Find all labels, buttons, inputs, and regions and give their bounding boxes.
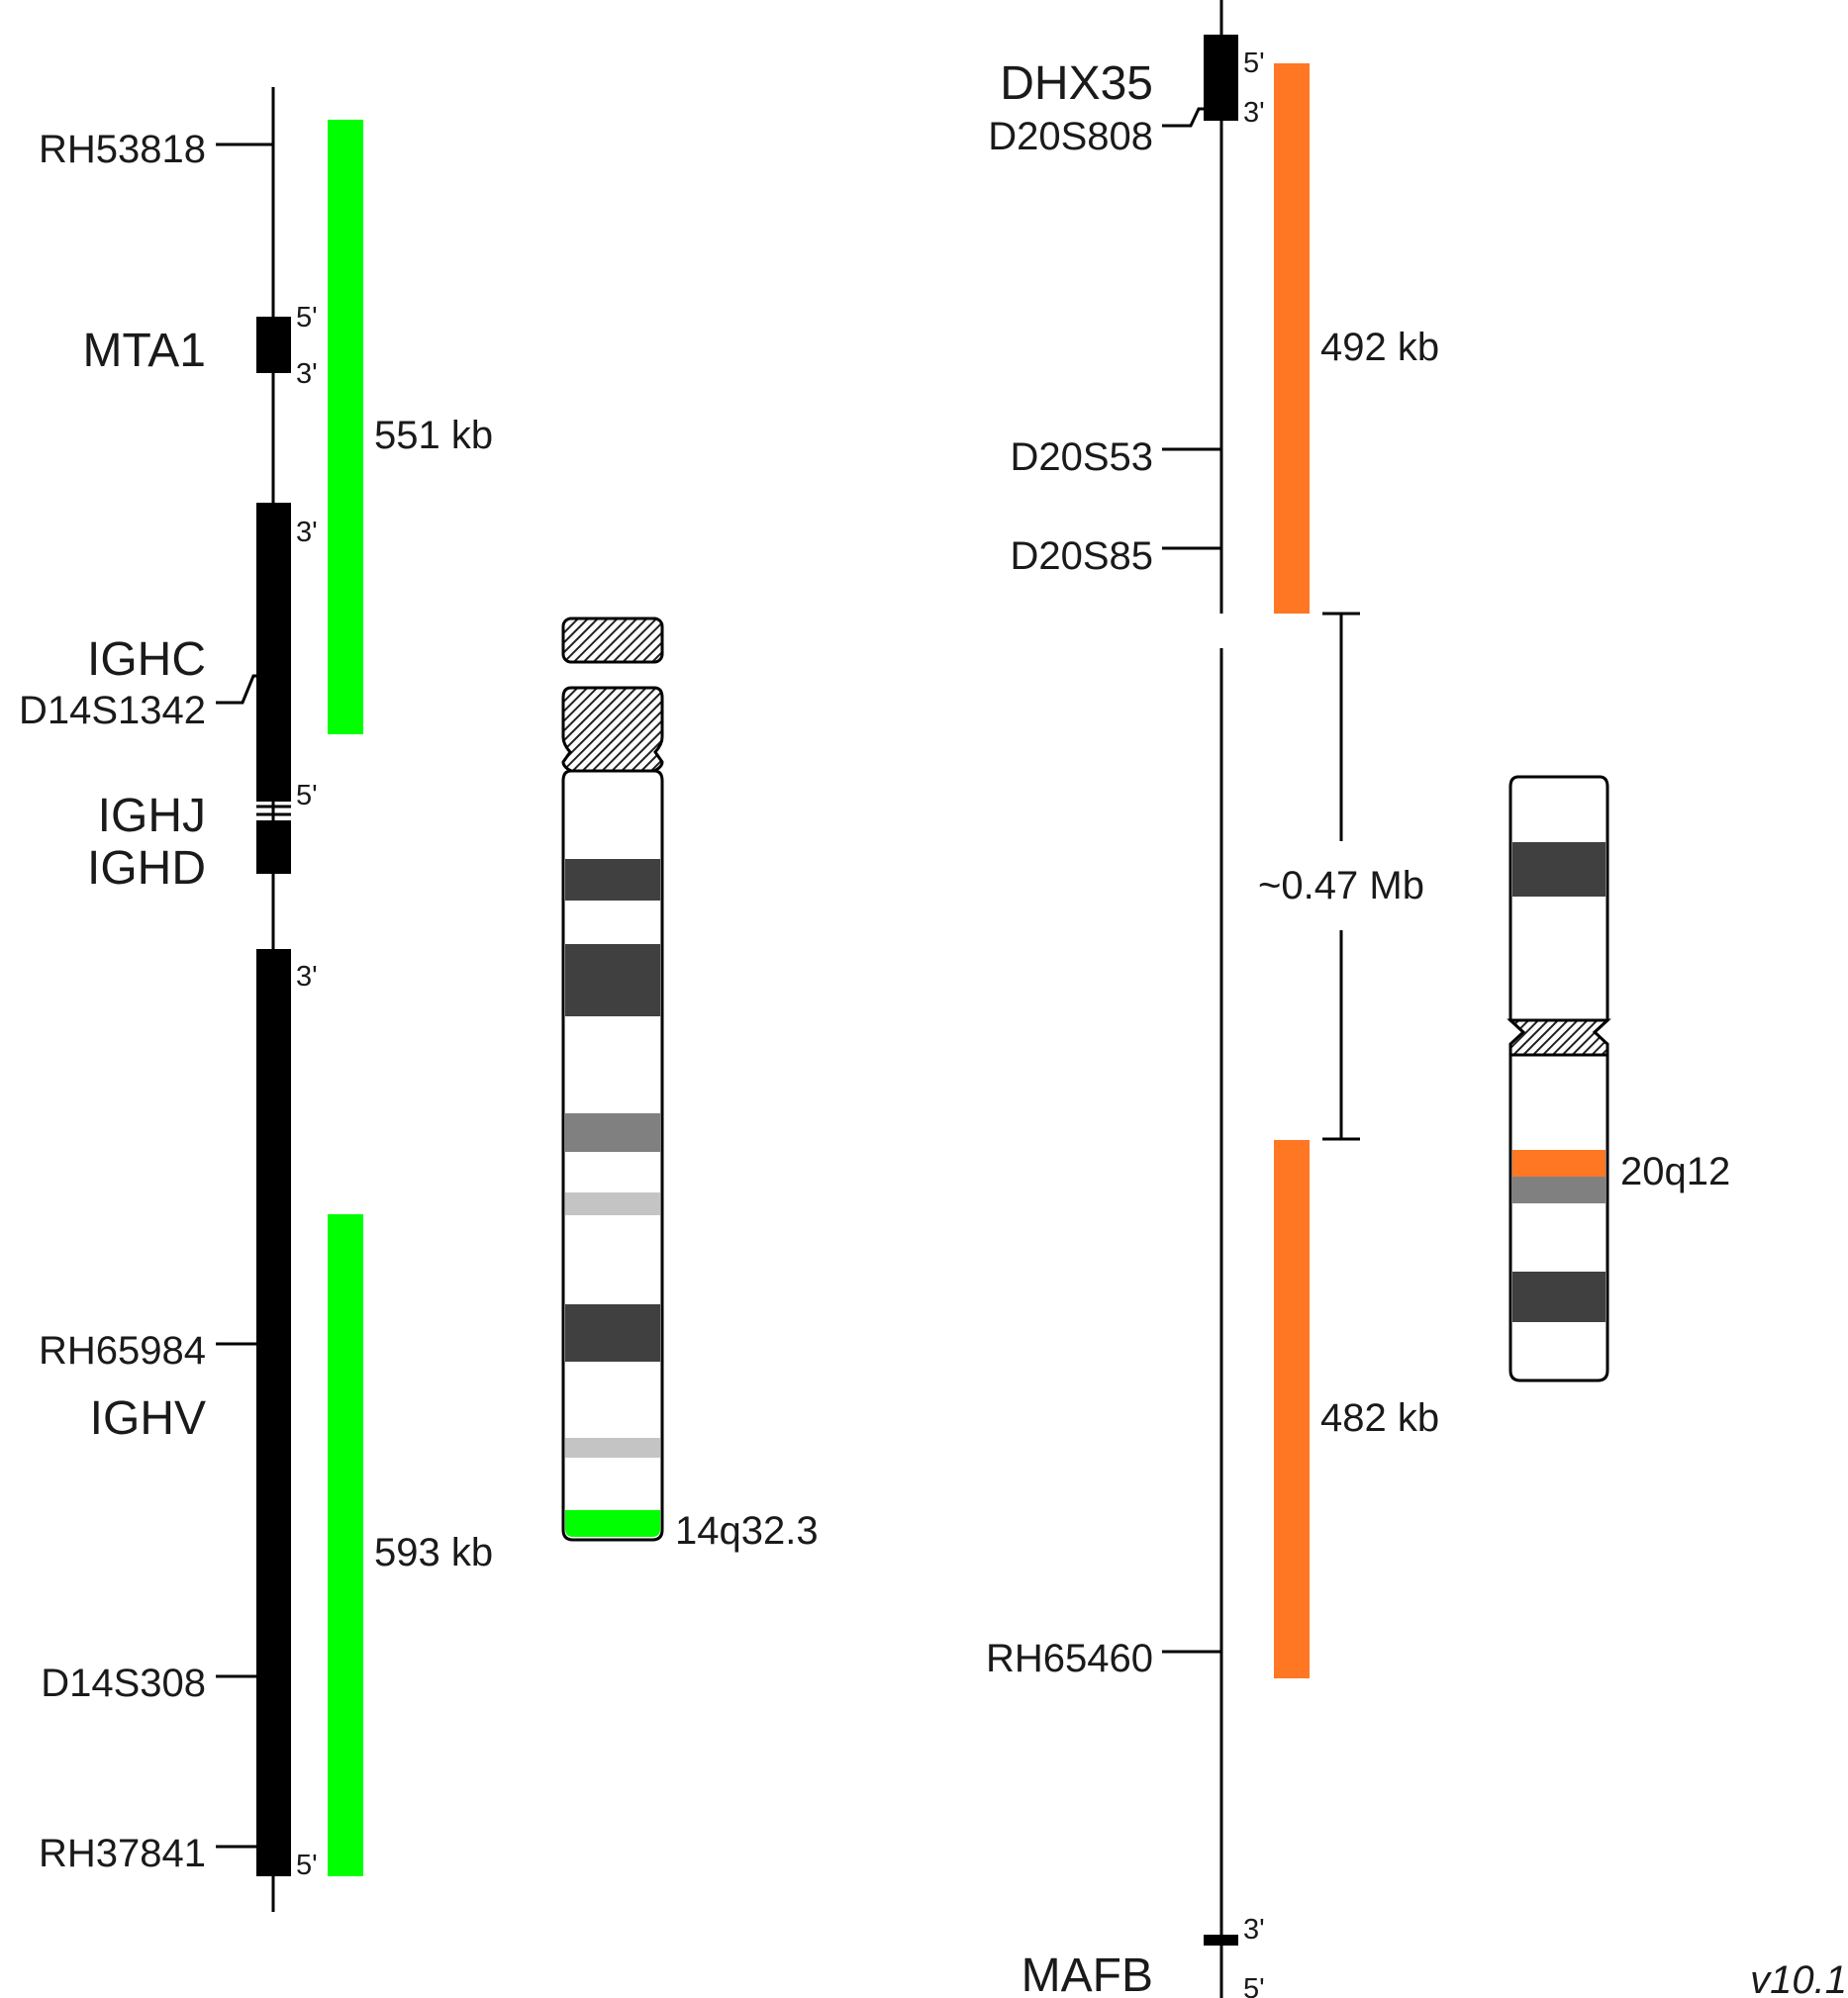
marker-label-rh65984: RH65984 <box>39 1329 206 1373</box>
ideogram-satellite-p <box>561 617 664 664</box>
end-label-ighc-5: 5' <box>296 780 318 811</box>
marker-tick-d14s1342 <box>216 674 256 705</box>
marker-label-rh37841: RH37841 <box>39 1832 206 1875</box>
end-label-dhx35-5: 5' <box>1243 48 1265 79</box>
probe-size-label-593kb: 593 kb <box>374 1531 493 1574</box>
end-label-dhx35-3: 3' <box>1243 97 1265 129</box>
marker-label-rh65460: RH65460 <box>986 1637 1153 1680</box>
ideogram-band-dark-p <box>1512 842 1605 897</box>
gene-label-ighd: IGHD <box>87 842 206 895</box>
ideogram-band-highlight-14q32 <box>565 1510 660 1537</box>
probe-bar-492kb <box>1274 63 1310 614</box>
ideogram-band-mid-1 <box>565 1113 660 1152</box>
right-ideogram: 20q12 <box>1507 775 1730 1382</box>
probe-bar-482kb <box>1274 1140 1310 1678</box>
marker-label-rh53818: RH53818 <box>39 128 206 171</box>
left-map: RH53818 D14S1342 RH65984 D14S308 RH37841… <box>19 87 493 1912</box>
gene-block-ighd <box>256 820 291 874</box>
gene-label-ighv: IGHV <box>90 1392 206 1445</box>
probe-size-label-492kb: 492 kb <box>1320 326 1439 369</box>
gene-block-ighv <box>256 949 291 1876</box>
end-label-ighv-3: 3' <box>296 961 318 993</box>
ideogram-band-dark-3 <box>565 1304 660 1362</box>
probe-size-label-482kb: 482 kb <box>1320 1396 1439 1440</box>
ideogram-band-dark-2 <box>565 944 660 1016</box>
marker-label-d20s85: D20S85 <box>1010 534 1153 578</box>
end-label-mafb-3: 3' <box>1243 1914 1265 1946</box>
gene-block-mta1 <box>256 317 291 373</box>
marker-label-d14s1342: D14S1342 <box>19 689 206 732</box>
gap-distance-label: ~0.47 Mb <box>1258 864 1424 907</box>
gene-block-dhx35 <box>1204 35 1238 121</box>
right-map: DHX35 MAFB 5' 3' 3' 5' D20S808 D20S53 D2… <box>986 0 1439 1998</box>
gene-label-dhx35: DHX35 <box>1000 57 1153 110</box>
gene-label-mafb: MAFB <box>1021 1950 1153 1998</box>
ideogram-band-light-2 <box>565 1438 660 1458</box>
ideogram-band-dark-q <box>1512 1272 1605 1322</box>
end-label-mafb-5: 5' <box>1243 1973 1265 1998</box>
end-label-mta1-5: 5' <box>296 302 318 333</box>
marker-label-d14s308: D14S308 <box>41 1662 206 1705</box>
end-label-mta1-3: 3' <box>296 358 318 390</box>
left-ideogram: 14q32.3 <box>561 617 819 1553</box>
gene-label-mta1: MTA1 <box>83 325 206 377</box>
marker-label-d20s53: D20S53 <box>1010 435 1153 479</box>
gene-label-ighc: IGHC <box>87 633 206 686</box>
ideogram-band-label-20q12: 20q12 <box>1620 1150 1730 1193</box>
end-label-ighc-3: 3' <box>296 517 318 548</box>
ideogram-q-arm-20 <box>1508 1053 1609 1382</box>
ideogram-band-label-14q32: 14q32.3 <box>675 1509 819 1553</box>
end-label-ighv-5: 5' <box>296 1850 318 1881</box>
gene-block-mafb <box>1204 1935 1238 1946</box>
probe-size-label-551kb: 551 kb <box>374 414 493 457</box>
ideogram-p-arm <box>1508 775 1609 1034</box>
probe-bar-551kb <box>328 120 363 734</box>
gene-block-ighc <box>256 503 291 802</box>
marker-tick-d20s808 <box>1162 107 1204 128</box>
version-label: v10.1 <box>1750 1958 1847 1998</box>
ideogram-band-highlight-20q12 <box>1512 1150 1605 1177</box>
ideogram-band-dark-1 <box>565 859 660 901</box>
marker-label-d20s808: D20S808 <box>988 115 1153 158</box>
ideogram-band-mid-20 <box>1512 1177 1605 1203</box>
ideogram-band-light-1 <box>565 1192 660 1215</box>
ideogram-stalk-p <box>561 686 664 773</box>
probe-bar-593kb <box>328 1214 363 1876</box>
ideogram-centromere <box>1507 1018 1611 1057</box>
gene-label-ighj: IGHJ <box>98 790 206 842</box>
